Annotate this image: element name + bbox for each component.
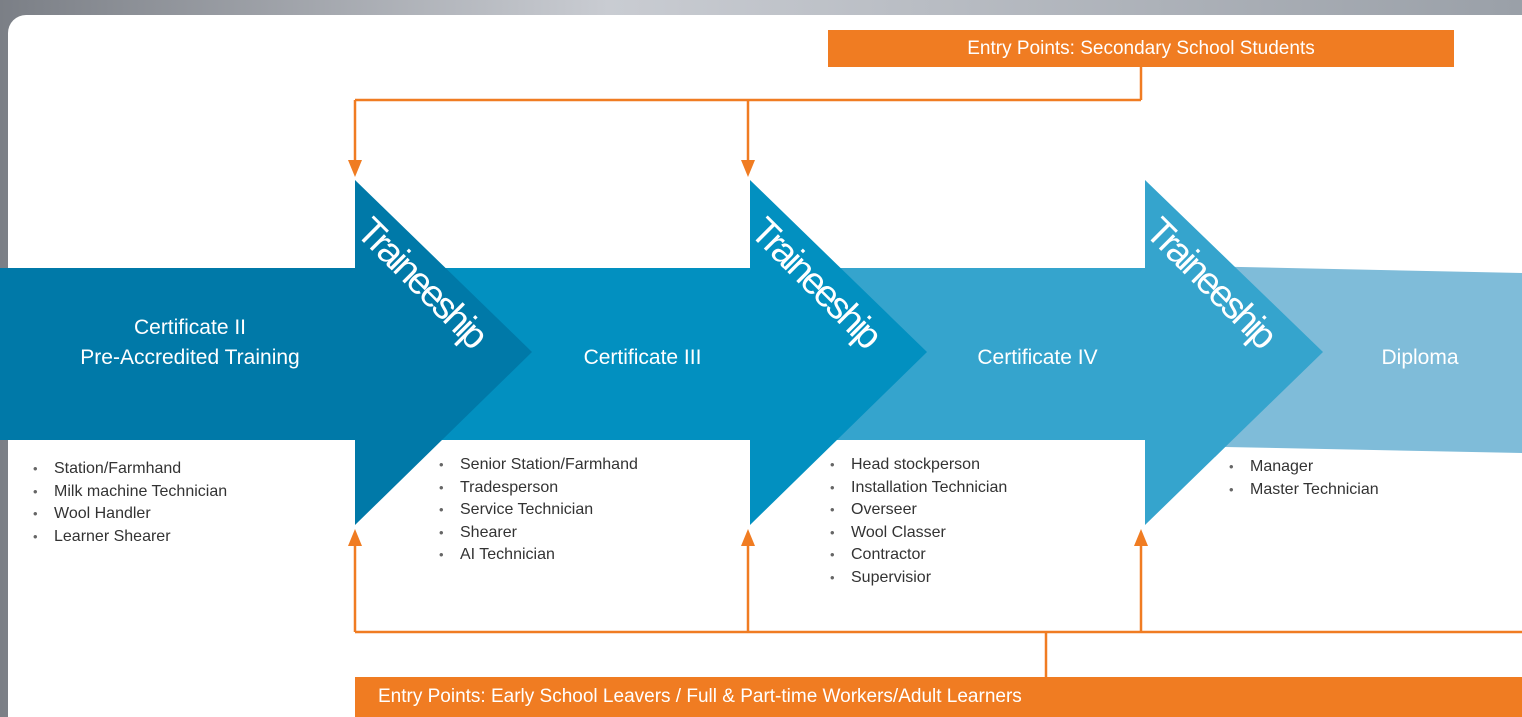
entry-points-adult-box: Entry Points: Early School Leavers / Ful… xyxy=(355,677,1522,717)
roles-list-diploma: Manager Master Technician xyxy=(1228,456,1379,501)
role-item: Overseer xyxy=(829,499,1007,522)
arrow-up-3 xyxy=(1134,529,1148,546)
arrow-down-1 xyxy=(348,160,362,177)
role-item: Tradesperson xyxy=(438,477,638,500)
top-connectors xyxy=(353,67,1143,162)
stage-band-cert-ii xyxy=(0,180,532,525)
role-item: Milk machine Technician xyxy=(32,481,227,504)
role-item: Wool Handler xyxy=(32,503,227,526)
role-item: Shearer xyxy=(438,522,638,545)
entry-points-secondary-box: Entry Points: Secondary School Students xyxy=(828,30,1454,67)
stage-title-cert-iii: Certificate III xyxy=(583,346,702,369)
arrow-up-2 xyxy=(741,529,755,546)
stage-title-cert-ii: Certificate II Pre-Accredited Training xyxy=(40,313,340,373)
stage-title-cert-ii-line1: Certificate II xyxy=(133,316,247,339)
role-item: Head stockperson xyxy=(829,454,1007,477)
stage-title-cert-ii-line2: Pre-Accredited Training xyxy=(80,346,300,369)
roles-list-cert-iii: Senior Station/Farmhand Tradesperson Ser… xyxy=(438,454,638,567)
entry-points-secondary-label: Entry Points: Secondary School Students xyxy=(967,37,1315,59)
role-item: AI Technician xyxy=(438,544,638,567)
roles-list-cert-iv: Head stockperson Installation Technician… xyxy=(829,454,1007,589)
role-item: Learner Shearer xyxy=(32,526,227,549)
role-item: Senior Station/Farmhand xyxy=(438,454,638,477)
arrow-up-1 xyxy=(348,529,362,546)
role-item: Manager xyxy=(1228,456,1379,479)
stage-title-diploma: Diploma xyxy=(1381,346,1459,369)
role-item: Installation Technician xyxy=(829,477,1007,500)
bottom-connectors xyxy=(353,545,1522,677)
role-item: Contractor xyxy=(829,544,1007,567)
role-item: Station/Farmhand xyxy=(32,458,227,481)
stage-title-cert-iv: Certificate IV xyxy=(977,346,1098,369)
role-item: Wool Classer xyxy=(829,522,1007,545)
stage-band-cert-iii xyxy=(355,180,927,525)
role-item: Service Technician xyxy=(438,499,638,522)
role-item: Master Technician xyxy=(1228,479,1379,502)
arrow-down-2 xyxy=(741,160,755,177)
role-item: Supervisior xyxy=(829,567,1007,590)
entry-points-adult-label: Entry Points: Early School Leavers / Ful… xyxy=(378,686,1022,707)
roles-list-cert-ii: Station/Farmhand Milk machine Technician… xyxy=(32,458,227,548)
stage-band-cert-iv xyxy=(750,180,1323,525)
